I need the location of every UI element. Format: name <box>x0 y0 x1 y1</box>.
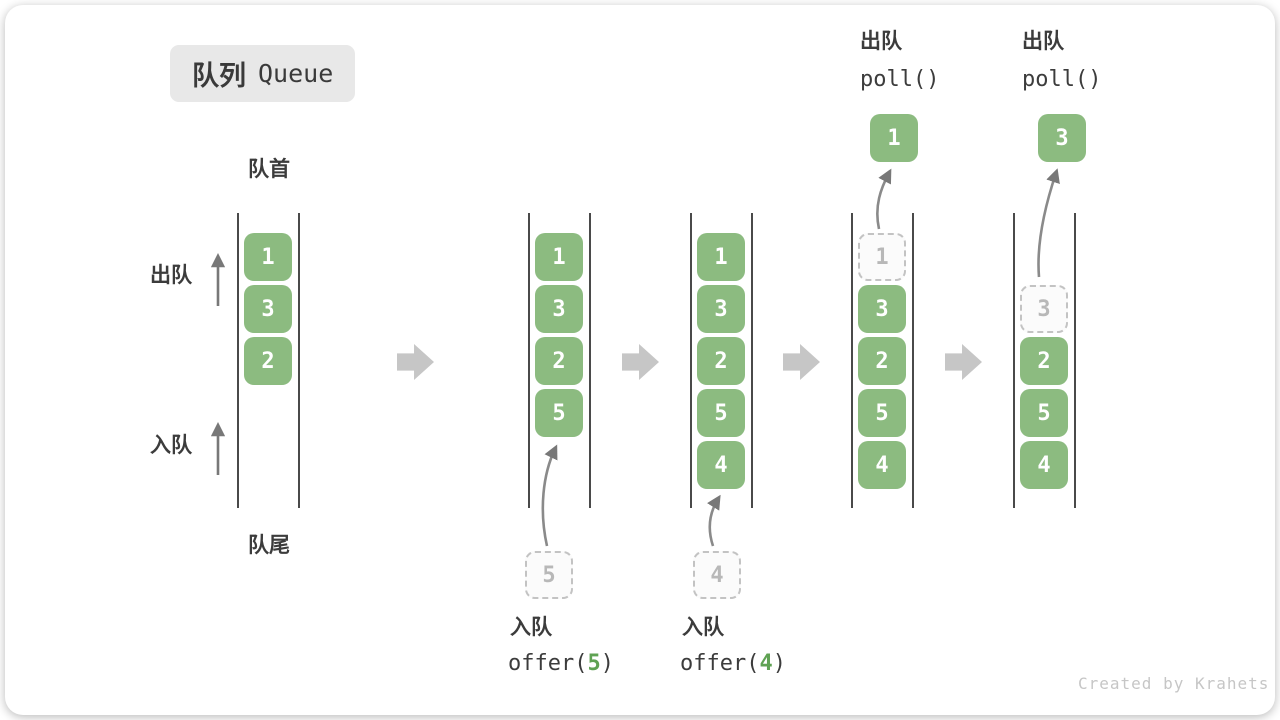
code-text: offer( <box>680 651 760 676</box>
title-badge: 队列 Queue <box>170 45 356 102</box>
op-poll3-code: poll() <box>1022 67 1102 92</box>
op-poll1-code: poll() <box>860 67 940 92</box>
code-arg: 5 <box>587 651 601 676</box>
queue-item: 1 <box>697 233 745 281</box>
queue-item: 4 <box>1020 441 1068 489</box>
queue-channel-state-4 <box>851 213 914 508</box>
queue-item: 3 <box>244 285 292 333</box>
op-dequeue-label: 出队 <box>1022 30 1064 53</box>
label-enqueue-side: 入队 <box>150 434 192 457</box>
queue-item: 3 <box>697 285 745 333</box>
op-offer5-code: offer(5) <box>508 651 614 676</box>
code-text: ) <box>600 651 614 676</box>
queue-item: 1 <box>244 233 292 281</box>
title-en: Queue <box>258 59 334 88</box>
queue-item: 2 <box>858 337 906 385</box>
queue-item: 2 <box>1020 337 1068 385</box>
title-zh: 队列 <box>192 61 246 91</box>
polled-item: 1 <box>870 114 918 162</box>
code-arg: 4 <box>759 651 773 676</box>
polled-item: 3 <box>1038 114 1086 162</box>
label-queue-front: 队首 <box>248 158 290 181</box>
queue-item: 5 <box>535 389 583 437</box>
queue-item: 2 <box>244 337 292 385</box>
queue-item: 1 <box>535 233 583 281</box>
queue-item: 2 <box>535 337 583 385</box>
label-dequeue-side: 出队 <box>150 264 192 287</box>
op-enqueue-label: 入队 <box>510 616 552 639</box>
queue-item: 5 <box>858 389 906 437</box>
queue-item: 4 <box>697 441 745 489</box>
op-offer4-code: offer(4) <box>680 651 786 676</box>
op-enqueue-label: 入队 <box>682 616 724 639</box>
label-queue-rear: 队尾 <box>248 534 290 557</box>
queue-channel-state-5 <box>1013 213 1076 508</box>
queue-item: 5 <box>1020 389 1068 437</box>
queue-item: 3 <box>535 285 583 333</box>
queue-item: 4 <box>858 441 906 489</box>
queue-channel-state-1 <box>237 213 300 508</box>
code-text: offer( <box>508 651 588 676</box>
op-dequeue-label: 出队 <box>860 30 902 53</box>
incoming-item-ghost: 5 <box>525 551 573 599</box>
queue-channel-state-3 <box>690 213 753 508</box>
removed-item-ghost: 1 <box>858 233 906 281</box>
queue-item: 5 <box>697 389 745 437</box>
incoming-item-ghost: 4 <box>693 551 741 599</box>
watermark: Created by Krahets <box>1078 674 1270 693</box>
queue-channel-state-2 <box>528 213 591 508</box>
code-text: ) <box>772 651 786 676</box>
queue-item: 3 <box>858 285 906 333</box>
queue-item: 2 <box>697 337 745 385</box>
removed-item-ghost: 3 <box>1020 285 1068 333</box>
